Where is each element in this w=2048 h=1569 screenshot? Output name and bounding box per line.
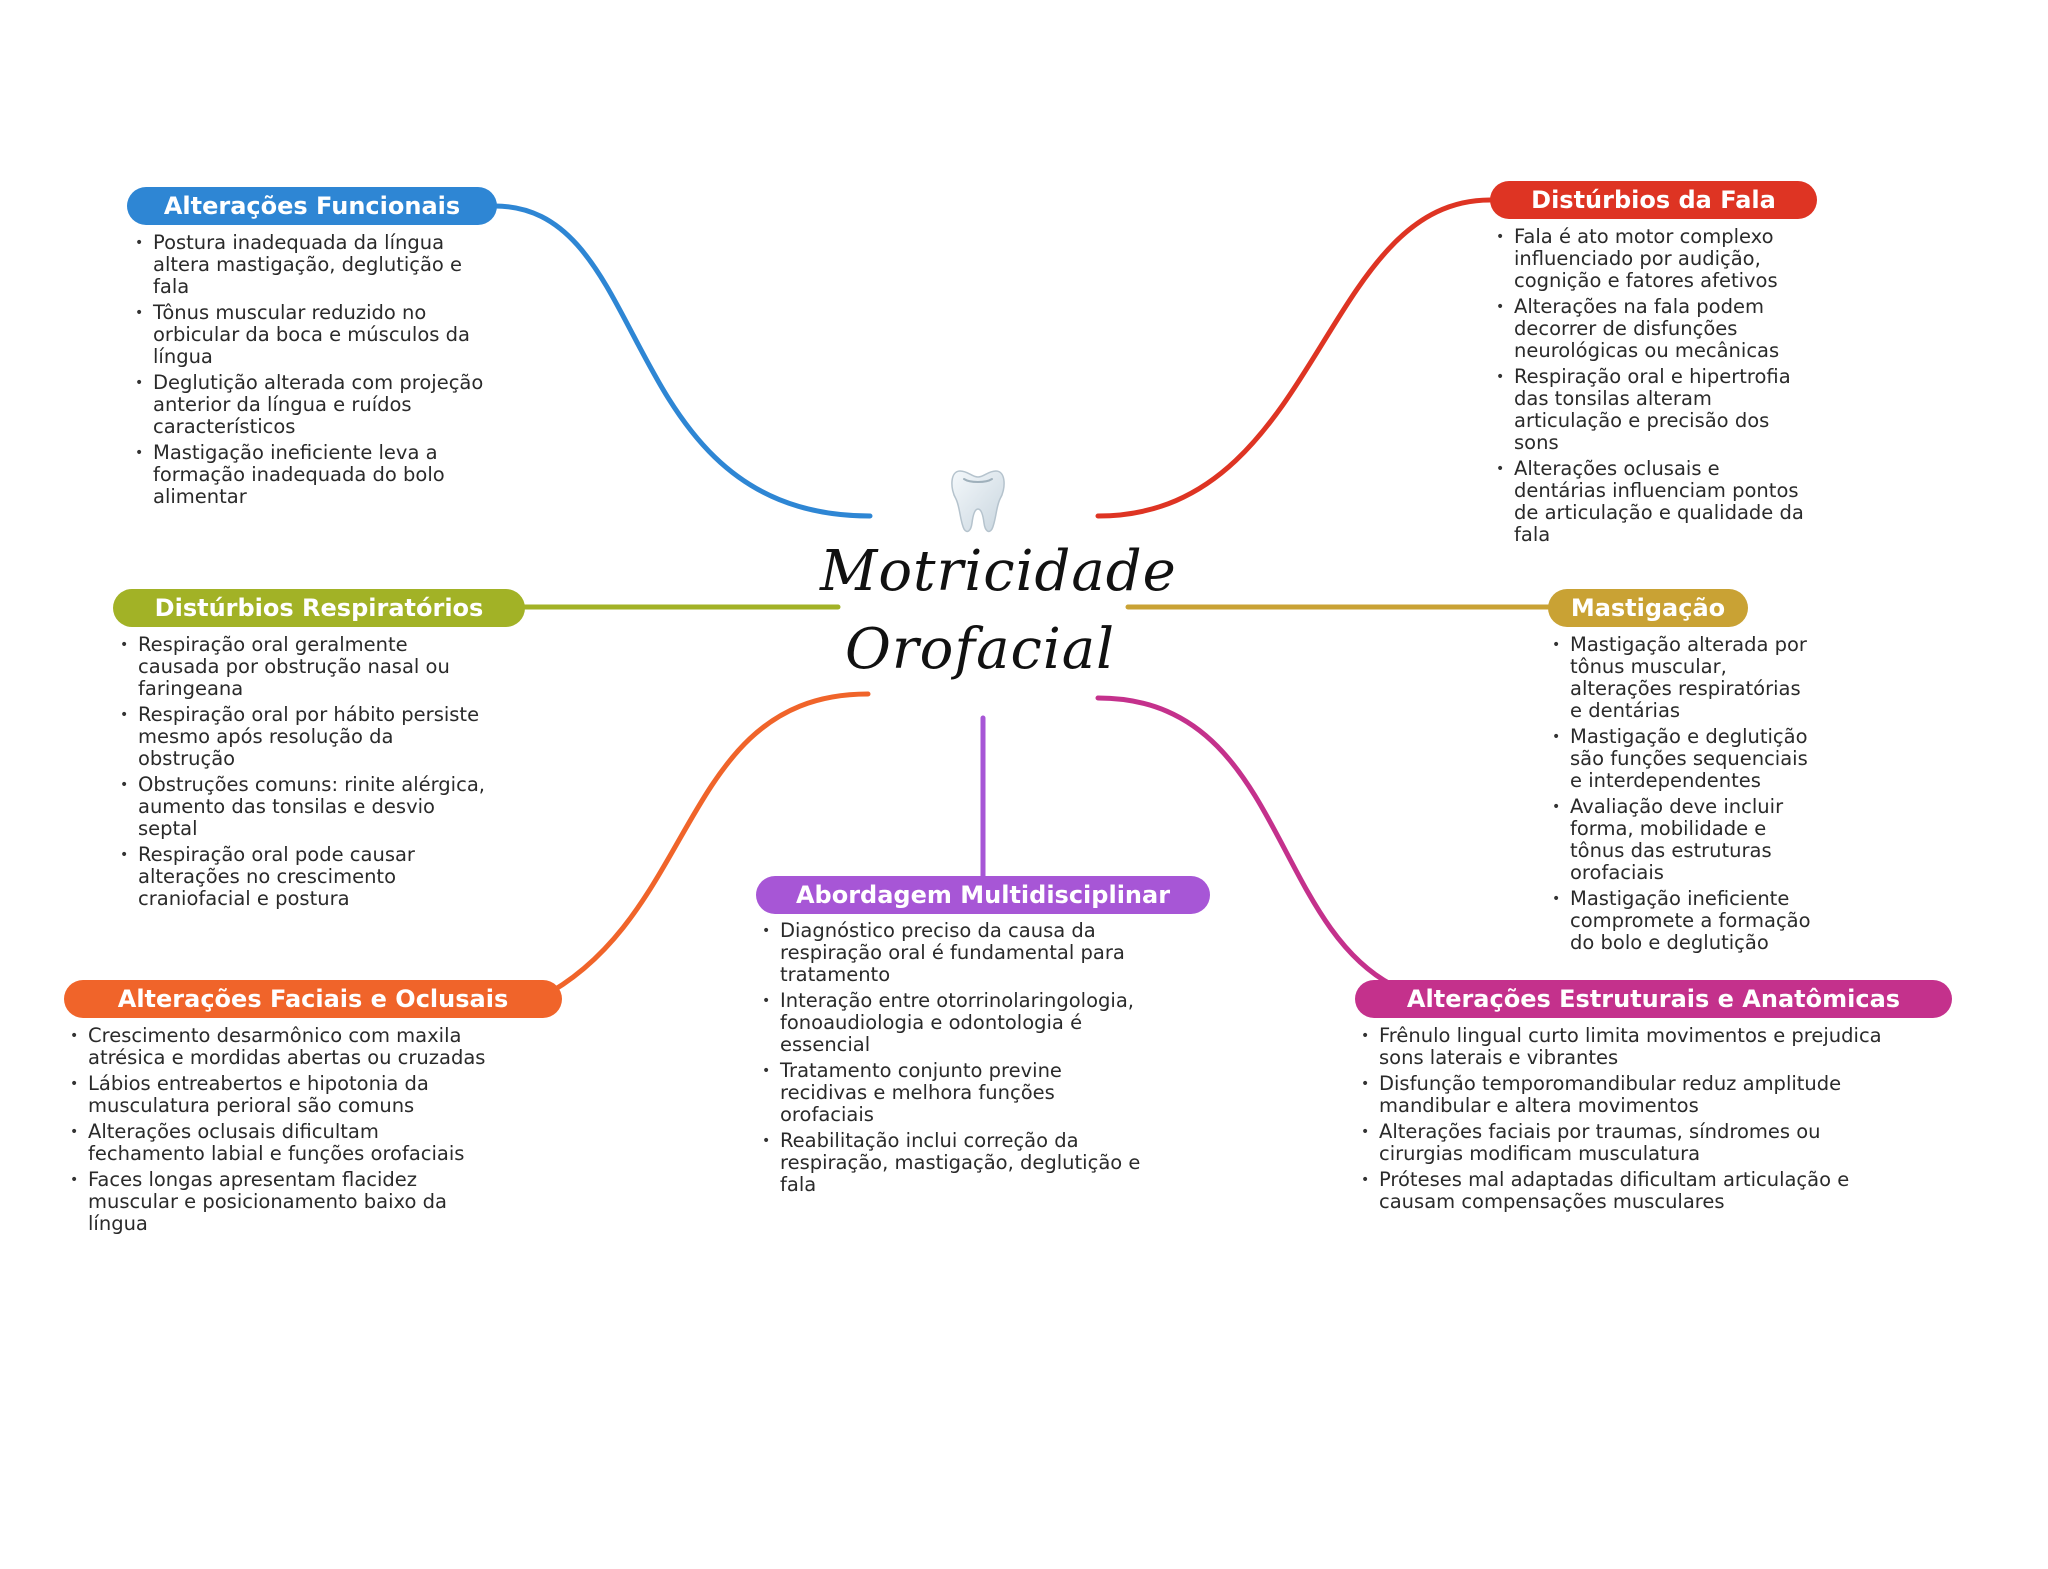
list-item: Mastigação ineficiente compromete a form… bbox=[1552, 888, 1817, 954]
list-item: Respiração oral por hábito persiste mesm… bbox=[120, 704, 495, 770]
topic-alteracoes-estruturais[interactable]: Alterações Estruturais e Anatômicas bbox=[1355, 980, 1952, 1018]
list-item: Tônus muscular reduzido no orbicular da … bbox=[135, 302, 490, 368]
list-disturbios-fala: Fala é ato motor complexo influenciado p… bbox=[1496, 226, 1816, 550]
list-item: Frênulo lingual curto limita movimentos … bbox=[1361, 1025, 1891, 1069]
list-item: Postura inadequada da língua altera mast… bbox=[135, 232, 490, 298]
list-item: Mastigação ineficiente leva a formação i… bbox=[135, 442, 490, 508]
list-item: Mastigação alterada por tônus muscular, … bbox=[1552, 634, 1817, 722]
list-item: Diagnóstico preciso da causa da respiraç… bbox=[762, 920, 1142, 986]
list-item: Alterações oclusais e dentárias influenc… bbox=[1496, 458, 1816, 546]
topic-disturbios-fala[interactable]: Distúrbios da Fala bbox=[1490, 181, 1817, 219]
list-item: Próteses mal adaptadas dificultam articu… bbox=[1361, 1169, 1891, 1213]
topic-disturbios-respiratorios[interactable]: Distúrbios Respiratórios bbox=[113, 589, 525, 627]
central-topic[interactable]: Motricidade Orofacial bbox=[820, 455, 1177, 695]
list-item: Deglutição alterada com projeção anterio… bbox=[135, 372, 490, 438]
list-item: Reabilitação inclui correção da respiraç… bbox=[762, 1130, 1142, 1196]
list-item: Disfunção temporomandibular reduz amplit… bbox=[1361, 1073, 1891, 1117]
list-item: Interação entre otorrinolaringologia, fo… bbox=[762, 990, 1142, 1056]
connector-alteracoes-funcionais bbox=[492, 203, 873, 519]
central-title-line-2: Orofacial bbox=[844, 617, 1116, 682]
topic-alteracoes-funcionais[interactable]: Alterações Funcionais bbox=[127, 187, 497, 225]
list-item: Mastigação e deglutição são funções sequ… bbox=[1552, 726, 1817, 792]
list-abordagem-multidisciplinar: Diagnóstico preciso da causa da respiraç… bbox=[762, 920, 1142, 1200]
list-item: Alterações faciais por traumas, síndrome… bbox=[1361, 1121, 1891, 1165]
central-title-line-1: Motricidade bbox=[820, 539, 1177, 604]
topic-alteracoes-faciais-oclusais[interactable]: Alterações Faciais e Oclusais bbox=[64, 980, 562, 1018]
list-alteracoes-faciais-oclusais: Crescimento desarmônico com maxila atrés… bbox=[70, 1025, 490, 1239]
list-item: Respiração oral pode causar alterações n… bbox=[120, 844, 495, 910]
list-item: Tratamento conjunto previne recidivas e … bbox=[762, 1060, 1142, 1126]
tooth-icon bbox=[951, 470, 1005, 533]
list-item: Faces longas apresentam flacidez muscula… bbox=[70, 1169, 490, 1235]
connector-alteracoes-estruturais bbox=[1095, 695, 1395, 988]
connector-disturbios-fala bbox=[1095, 197, 1493, 519]
list-item: Avaliação deve incluir forma, mobilidade… bbox=[1552, 796, 1817, 884]
list-item: Respiração oral geralmente causada por o… bbox=[120, 634, 495, 700]
list-alteracoes-funcionais: Postura inadequada da língua altera mast… bbox=[135, 232, 490, 512]
topic-abordagem-multidisciplinar[interactable]: Abordagem Multidisciplinar bbox=[756, 876, 1210, 914]
list-item: Alterações na fala podem decorrer de dis… bbox=[1496, 296, 1816, 362]
list-alteracoes-estruturais: Frênulo lingual curto limita movimentos … bbox=[1361, 1025, 1891, 1217]
central-title: Motricidade Orofacial bbox=[820, 533, 1177, 689]
list-item: Fala é ato motor complexo influenciado p… bbox=[1496, 226, 1816, 292]
list-item: Obstruções comuns: rinite alérgica, aume… bbox=[120, 774, 495, 840]
list-item: Respiração oral e hipertrofia das tonsil… bbox=[1496, 366, 1816, 454]
list-mastigacao: Mastigação alterada por tônus muscular, … bbox=[1552, 634, 1817, 958]
list-item: Crescimento desarmônico com maxila atrés… bbox=[70, 1025, 490, 1069]
list-item: Lábios entreabertos e hipotonia da muscu… bbox=[70, 1073, 490, 1117]
topic-mastigacao[interactable]: Mastigação bbox=[1548, 589, 1748, 627]
list-disturbios-respiratorios: Respiração oral geralmente causada por o… bbox=[120, 634, 495, 914]
list-item: Alterações oclusais dificultam fechament… bbox=[70, 1121, 490, 1165]
connector-alteracoes-faciais bbox=[537, 691, 871, 1001]
